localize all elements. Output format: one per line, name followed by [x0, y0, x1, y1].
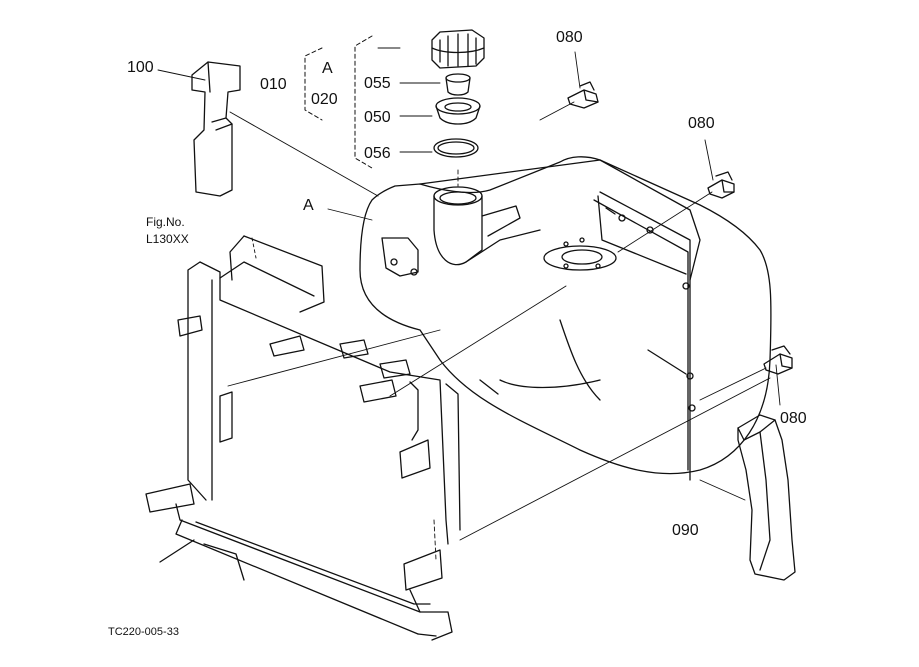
part-number-090: 090	[672, 522, 699, 539]
part-number-100: 100	[127, 59, 154, 76]
part-number-080-mid: 080	[688, 115, 715, 132]
group-a-label: A	[322, 60, 333, 77]
cushion-090	[737, 414, 796, 581]
part-number-056: 056	[364, 145, 391, 162]
drawing-code: TC220-005-33	[108, 626, 179, 638]
bolt-080-mid	[707, 171, 735, 199]
leader-lines	[157, 47, 781, 501]
part-number-020: 020	[311, 91, 338, 108]
strainer-055	[445, 73, 471, 96]
part-number-055: 055	[364, 75, 391, 92]
figure-number-label: Fig.No.	[146, 215, 185, 229]
part-number-080-low: 080	[780, 410, 807, 427]
fuel-cap	[431, 29, 485, 69]
gasket-050	[435, 97, 481, 125]
part-number-010: 010	[260, 76, 287, 93]
oring-056	[433, 138, 479, 158]
cushion-100	[191, 61, 241, 197]
bolt-080-top	[567, 81, 599, 109]
group-brackets	[304, 35, 373, 169]
part-number-050: 050	[364, 109, 391, 126]
part-number-080-top: 080	[556, 29, 583, 46]
fuel-tank	[359, 156, 772, 481]
support-frame	[145, 235, 461, 641]
figure-reference: L130XX	[146, 232, 189, 246]
bolt-080-low	[763, 345, 793, 375]
reference-a-label: A	[303, 197, 314, 214]
assembly-lines	[227, 169, 771, 561]
